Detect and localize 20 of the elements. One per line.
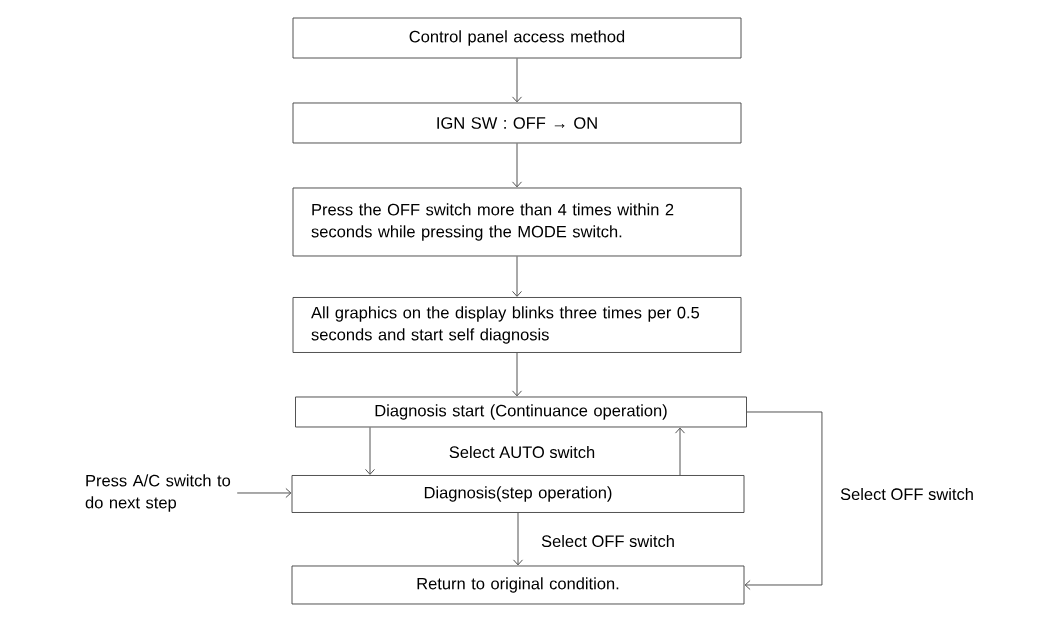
arrow <box>512 143 522 188</box>
process-box: Diagnosis start (Continuance operation) <box>295 396 747 428</box>
side-note: Press A/C switch to do next step <box>85 474 231 512</box>
process-box: Control panel access method <box>292 17 742 59</box>
process-box: Diagnosis(step operation) <box>291 475 745 513</box>
process-box: IGN SW : OFF → ON <box>292 102 742 144</box>
process-box: Press the OFF switch more than 4 times within 2 seconds while pressing the MODE switch. <box>292 187 742 257</box>
arrow <box>512 256 522 297</box>
arrow <box>236 488 292 498</box>
arrow <box>675 427 685 476</box>
process-box: All graphics on the display blinks three times per 0.5 seconds and start self diagnosis <box>292 297 742 353</box>
arrow <box>365 427 375 475</box>
edge-label: Select OFF switch <box>839 486 975 502</box>
arrow <box>513 512 523 566</box>
process-box: Return to original condition. <box>291 565 745 605</box>
arrow <box>512 352 522 397</box>
arrow <box>512 58 522 103</box>
flow-label: Select AUTO switch <box>449 445 595 459</box>
edge-label: Select OFF switch <box>540 533 676 549</box>
arrow <box>744 411 823 590</box>
